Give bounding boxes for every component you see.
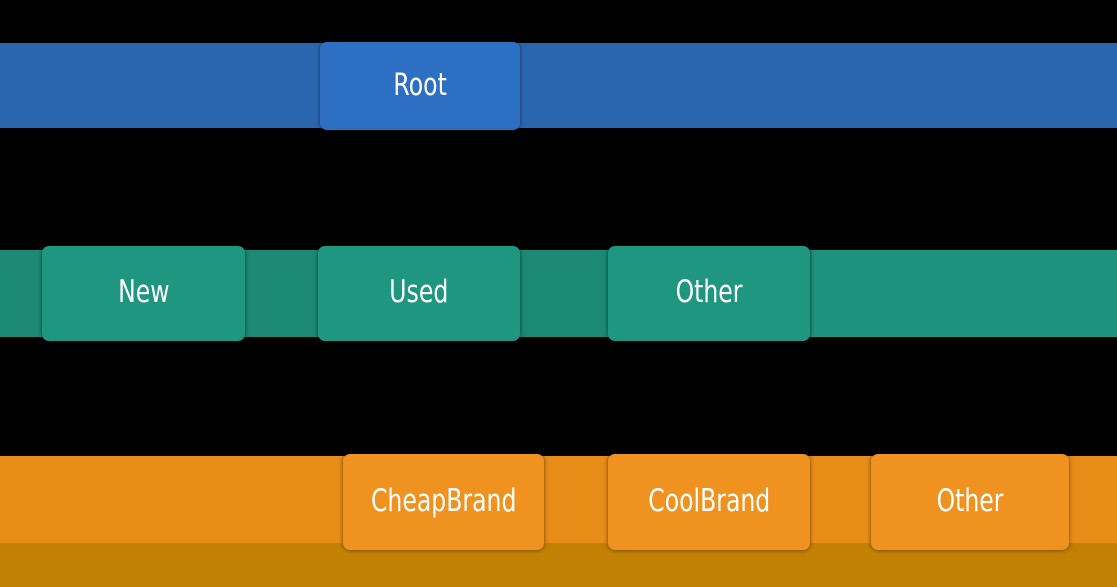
node-new[interactable]: New: [42, 246, 245, 341]
level1-unlabeled-segment[interactable]: [812, 250, 1117, 337]
node-other-brand[interactable]: Other: [871, 454, 1069, 550]
node-other-condition[interactable]: Other: [608, 246, 810, 341]
node-other-condition-label: Other: [675, 274, 743, 310]
node-coolbrand[interactable]: CoolBrand: [608, 454, 810, 550]
node-used-label: Used: [389, 274, 449, 310]
level0-bar: [0, 43, 1117, 128]
node-cheapbrand[interactable]: CheapBrand: [343, 454, 544, 550]
node-used[interactable]: Used: [318, 246, 520, 341]
node-new-label: New: [117, 274, 170, 310]
node-other-brand-label: Other: [936, 482, 1004, 519]
bottom-strip: [0, 543, 1117, 587]
node-root[interactable]: Root: [320, 42, 520, 130]
node-cheapbrand-label: CheapBrand: [370, 482, 517, 519]
node-root-label: Root: [393, 66, 447, 103]
node-coolbrand-label: CoolBrand: [647, 482, 771, 519]
